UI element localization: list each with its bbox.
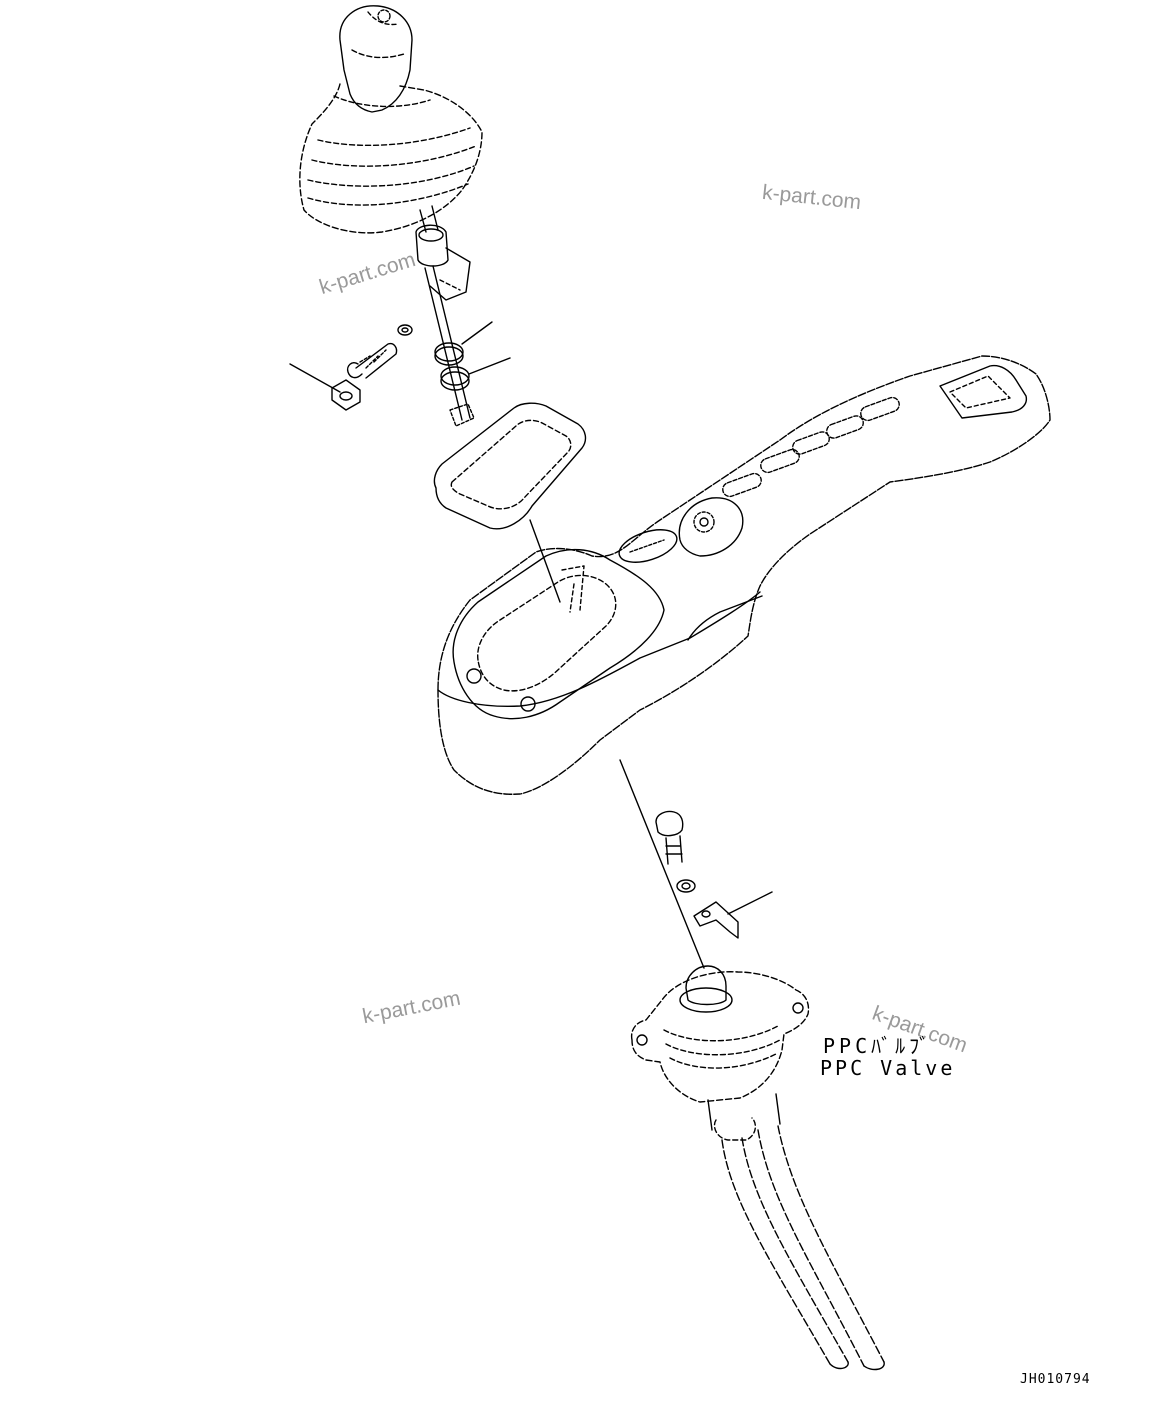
lever-shaft: [415, 205, 471, 421]
console-armrest: [437, 355, 1051, 795]
lever-knob: [339, 5, 413, 113]
ppc-valve-label-en: PPC Valve: [820, 1056, 956, 1080]
drawing-code: JH010794: [1020, 1372, 1091, 1387]
ppc-valve-label-jp: PPCﾊﾞﾙﾌﾞ: [823, 1034, 934, 1058]
ppc-valve: [630, 965, 810, 1141]
nut: [289, 363, 361, 411]
o-rings: [434, 321, 511, 427]
clip-bracket: [693, 891, 773, 939]
boot-plate: [433, 402, 587, 603]
rubber-boot: [299, 83, 483, 234]
assembly-line: [619, 759, 705, 969]
valve-hoses: [721, 1125, 885, 1371]
valve-bolt: [655, 810, 696, 893]
mounting-bolt: [346, 324, 413, 379]
